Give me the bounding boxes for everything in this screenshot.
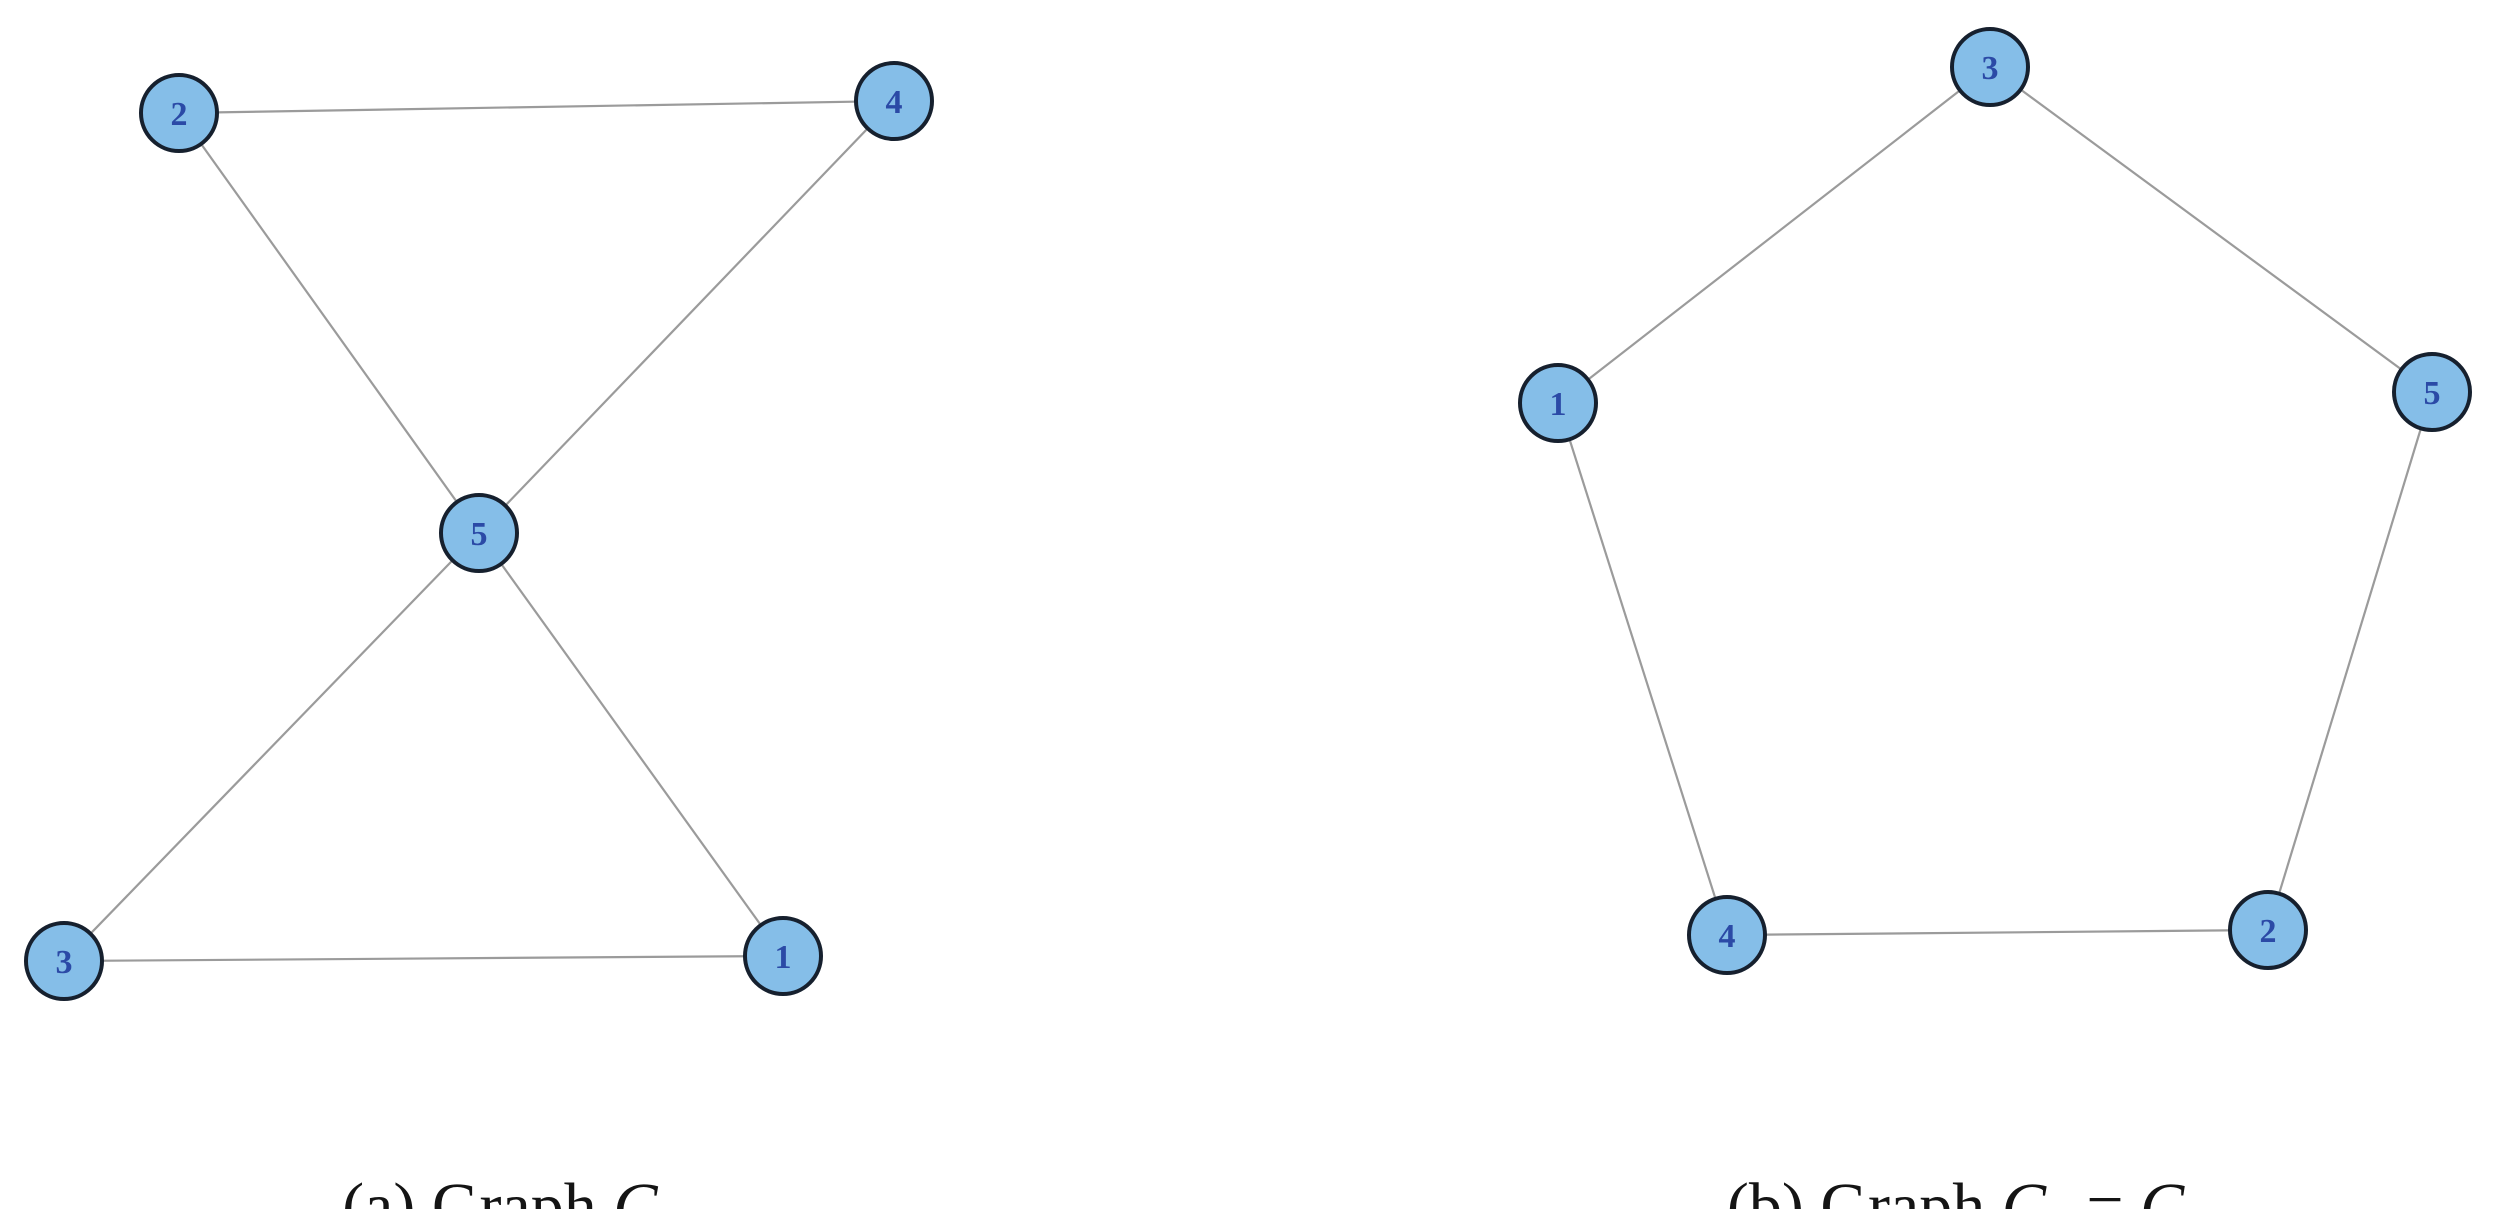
caption-subscript: 5	[2184, 1201, 2204, 1209]
caption-math-g: G	[2001, 1169, 2050, 1209]
graph-edge-1-4	[1556, 402, 1729, 936]
caption-text: (a) Graph	[342, 1169, 614, 1209]
graph-node-5	[439, 493, 519, 573]
graph-node-label-2: 2	[2260, 913, 2277, 950]
graph-node-label-5: 5	[2424, 375, 2441, 412]
caption-text: (b) Graph	[1726, 1169, 2002, 1209]
graph-edge-5-3	[63, 532, 480, 962]
graph-edge-2-5	[178, 112, 480, 534]
graph-node-4	[1687, 895, 1767, 975]
graph-node-3	[1950, 27, 2030, 107]
graph-node-label-1: 1	[1550, 386, 1567, 423]
graph-node-1	[743, 916, 823, 996]
graph-node-4	[854, 61, 934, 141]
graph-node-label-4: 4	[886, 84, 903, 121]
caption-math-c: C	[2140, 1169, 2185, 1209]
graph-node-1	[1518, 363, 1598, 443]
graph-g1: 2 4 5 3 1	[24, 61, 934, 1001]
caption-math-g: G	[613, 1169, 661, 1209]
graph-node-label-2: 2	[171, 96, 188, 133]
caption-period: .	[681, 1169, 698, 1209]
graph-g2-c5: 3 1 5 4 2	[1518, 27, 2472, 975]
caption-subscript: 2	[2049, 1201, 2069, 1209]
graph-edge-5-1	[478, 532, 784, 957]
graph-edge-4-5	[478, 100, 895, 534]
graph-edge-3-1	[63, 954, 784, 963]
caption-subscript: 1	[661, 1201, 681, 1209]
graph-node-label-3: 3	[1982, 50, 1999, 87]
graph-node-5	[2392, 352, 2472, 432]
graph-edge-2-5	[2266, 391, 2434, 931]
caption-graph-g1: (a) Graph G1.	[276, 1093, 698, 1209]
caption-graph-g2: (b) Graph G2 = C5.	[1661, 1093, 2221, 1209]
graph-node-3	[24, 921, 104, 1001]
graph-node-2	[139, 73, 219, 153]
graph-edge-2-4	[178, 99, 895, 115]
graphs-canvas: 2 4 5 3 1 3 1 5 4 2	[24, 27, 2472, 1001]
graph-node-label-1: 1	[775, 939, 792, 976]
graph-edge-4-2	[1726, 928, 2269, 937]
caption-equals: =	[2069, 1169, 2141, 1209]
graph-edge-3-5	[1989, 66, 2433, 393]
graph-edge-3-1	[1557, 66, 1991, 404]
graph-node-label-3: 3	[56, 944, 73, 981]
caption-period: .	[2204, 1169, 2222, 1209]
graph-node-2	[2228, 890, 2308, 970]
graph-node-label-4: 4	[1719, 918, 1736, 955]
graph-node-label-5: 5	[471, 516, 488, 553]
